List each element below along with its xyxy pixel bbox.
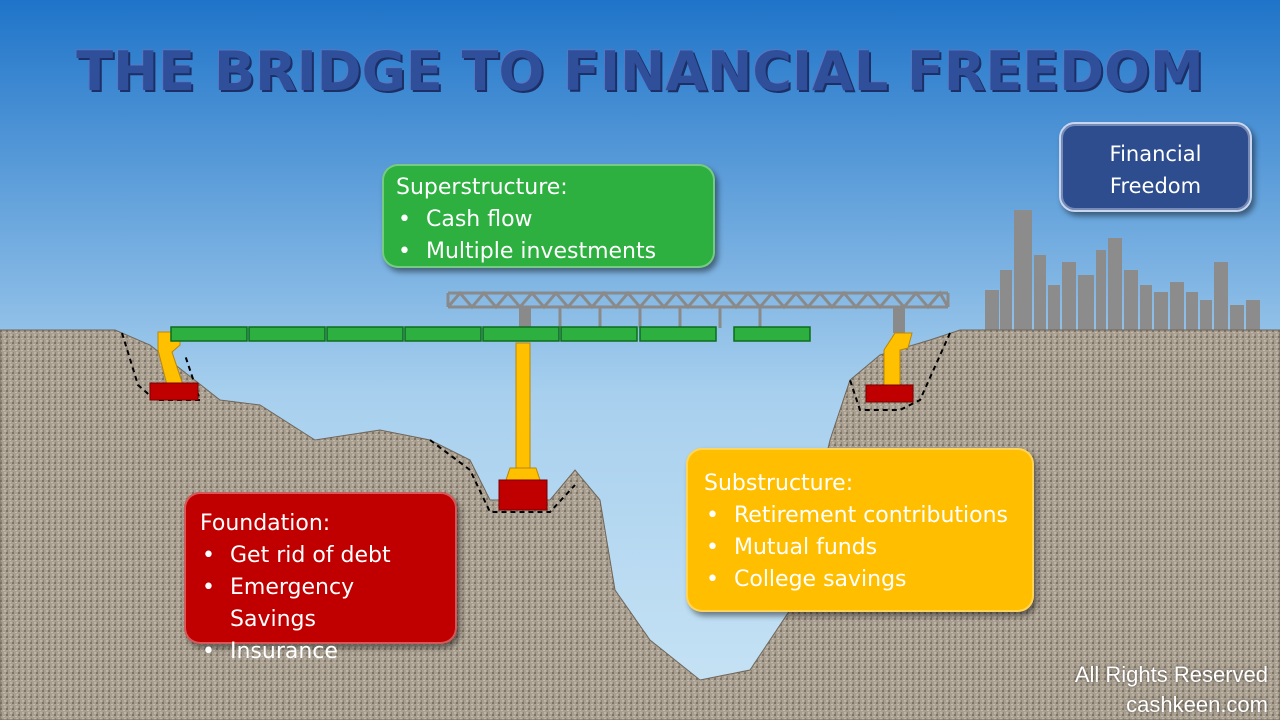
substructure-heading: Substructure: <box>704 471 854 496</box>
copyright-text: All Rights Reserved <box>1074 662 1268 687</box>
list-item: Emergency Savings <box>200 572 441 636</box>
foundation-list: Get rid of debt Emergency Savings Insura… <box>200 540 441 668</box>
truss-support-right <box>893 307 905 333</box>
bridge-piers <box>157 331 913 481</box>
page-title: THE BRIDGE TO FINANCIAL FREEDOM <box>76 40 1204 103</box>
truss-support-left <box>519 307 531 328</box>
city-skyline <box>985 210 1260 335</box>
list-item: Retirement contributions <box>704 500 1016 532</box>
freedom-line-1: Financial <box>1109 142 1202 166</box>
bridge-deck <box>170 326 811 342</box>
foundation-heading: Foundation: <box>200 511 331 536</box>
superstructure-box: Superstructure: Cash flow Multiple inves… <box>382 164 715 268</box>
substructure-list: Retirement contributions Mutual funds Co… <box>704 500 1016 596</box>
site-text: cashkeen.com <box>1126 692 1268 717</box>
freedom-line-2: Freedom <box>1109 174 1202 198</box>
list-item: Multiple investments <box>396 236 701 268</box>
list-item: Mutual funds <box>704 532 1016 564</box>
list-item: Get rid of debt <box>200 540 441 572</box>
truss-superstructure <box>446 290 950 328</box>
bridge-footings <box>149 382 914 511</box>
list-item: Cash flow <box>396 204 701 236</box>
list-item: College savings <box>704 564 1016 596</box>
superstructure-list: Cash flow Multiple investments <box>396 204 701 268</box>
substructure-box: Substructure: Retirement contributions M… <box>686 448 1034 612</box>
superstructure-heading: Superstructure: <box>396 175 568 200</box>
foundation-box: Foundation: Get rid of debt Emergency Sa… <box>184 492 457 668</box>
financial-freedom-box: Financial Freedom <box>1059 122 1252 212</box>
list-item: Insurance <box>200 636 441 668</box>
